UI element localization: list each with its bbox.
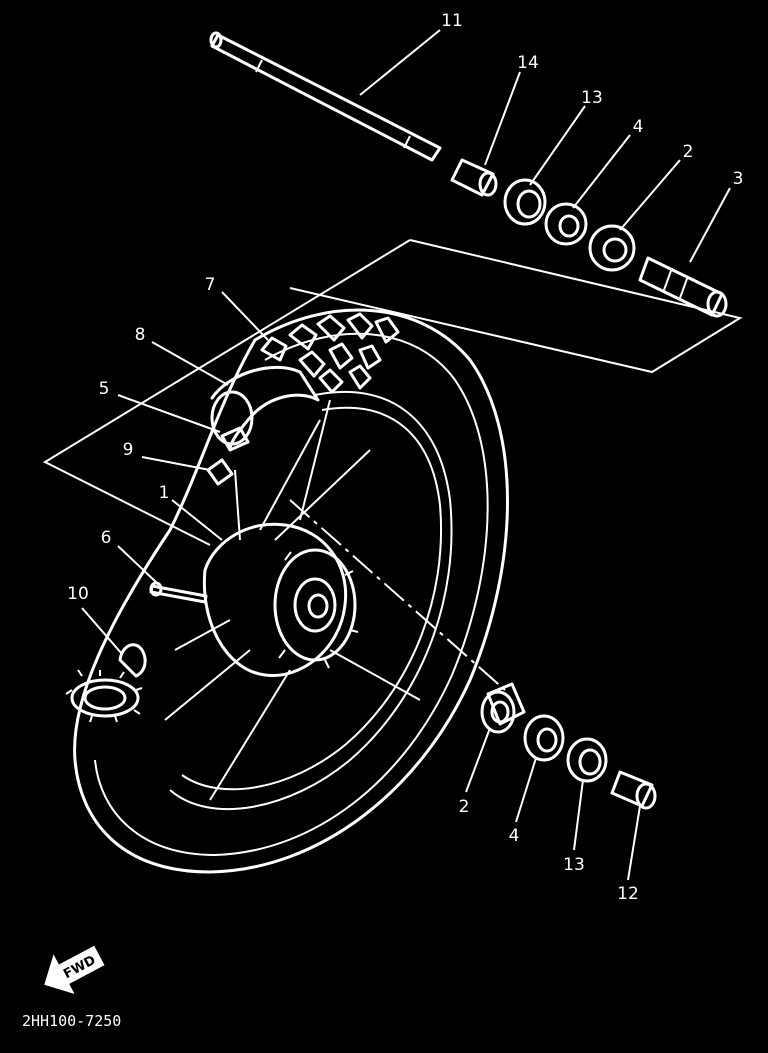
spacer-part-3 bbox=[638, 256, 728, 318]
callout-labels: 11 14 13 4 2 3 7 8 5 9 1 6 10 2 4 13 12 bbox=[67, 11, 743, 904]
valve-nut-part-5 bbox=[220, 426, 250, 452]
callout-8: 8 bbox=[135, 325, 146, 345]
rim bbox=[169, 390, 453, 810]
callout-4-upper: 4 bbox=[633, 117, 644, 137]
callout-3: 3 bbox=[733, 169, 744, 189]
callout-9: 9 bbox=[123, 440, 134, 460]
axle-centerline bbox=[289, 499, 506, 691]
oil-seal-part-13-lower bbox=[566, 737, 608, 783]
assembly-frame bbox=[42, 239, 743, 691]
callout-7: 7 bbox=[205, 275, 216, 295]
spacer-part-4-upper bbox=[544, 202, 588, 246]
collar-part-12 bbox=[610, 770, 657, 810]
tire bbox=[73, 308, 509, 874]
callout-5: 5 bbox=[99, 379, 110, 399]
plate-part-10 bbox=[65, 643, 147, 723]
callout-12: 12 bbox=[617, 884, 639, 904]
collar-part-14 bbox=[450, 158, 498, 197]
callout-10: 10 bbox=[67, 584, 89, 604]
forward-arrow-icon: FWD bbox=[44, 945, 105, 995]
callout-11: 11 bbox=[441, 11, 463, 31]
bolt-part-6 bbox=[149, 581, 208, 604]
callout-4-lower: 4 bbox=[509, 826, 520, 846]
oil-seal-part-13-upper bbox=[503, 178, 547, 226]
callout-2-upper: 2 bbox=[683, 142, 694, 162]
callout-2-lower: 2 bbox=[459, 797, 470, 817]
bearing-part-2-lower bbox=[480, 682, 526, 734]
callout-13-upper: 13 bbox=[581, 88, 603, 108]
callout-13-lower: 13 bbox=[563, 855, 585, 875]
callout-1: 1 bbox=[159, 483, 170, 503]
spacer-part-4-lower bbox=[523, 714, 565, 762]
bearing-part-2-upper bbox=[588, 224, 636, 272]
valve-cap-part-9 bbox=[206, 458, 234, 486]
leader-lines bbox=[81, 29, 731, 881]
drawing-code: 2HH100-7250 bbox=[22, 1012, 121, 1030]
callout-14: 14 bbox=[517, 53, 539, 73]
callout-6: 6 bbox=[101, 528, 112, 548]
hub-part-1 bbox=[164, 399, 421, 801]
axle-part-11 bbox=[209, 31, 442, 162]
tube-part-8 bbox=[210, 365, 320, 450]
